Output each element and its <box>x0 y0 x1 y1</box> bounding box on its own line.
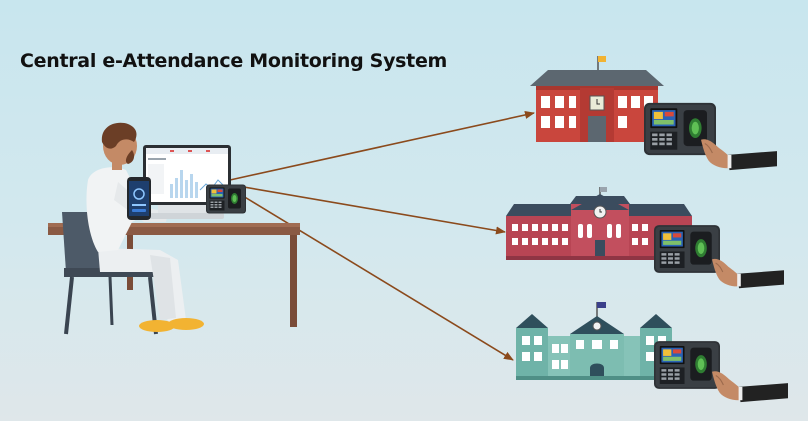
diagram-title: Central e-Attendance Monitoring System <box>20 50 448 72</box>
smartphone-icon <box>127 177 151 220</box>
hand-icon <box>711 370 789 403</box>
arrow-to-school-bottom <box>242 195 514 361</box>
biometric-device-bottom-icon <box>654 341 720 389</box>
flag-icon <box>597 302 606 308</box>
clock-icon <box>592 321 602 331</box>
hand-icon <box>700 138 778 171</box>
biometric-device-middle-icon <box>654 225 720 273</box>
school-building-bottom <box>516 302 672 380</box>
school-building-top <box>530 56 664 142</box>
hand-icon <box>711 258 785 289</box>
arrow-to-school-top <box>229 111 535 181</box>
connector-arrows <box>229 111 535 361</box>
flag-icon <box>600 187 607 192</box>
arrow-to-school-middle <box>237 185 506 235</box>
flag-icon <box>598 56 606 62</box>
desk-biometric-device-icon <box>206 184 246 214</box>
